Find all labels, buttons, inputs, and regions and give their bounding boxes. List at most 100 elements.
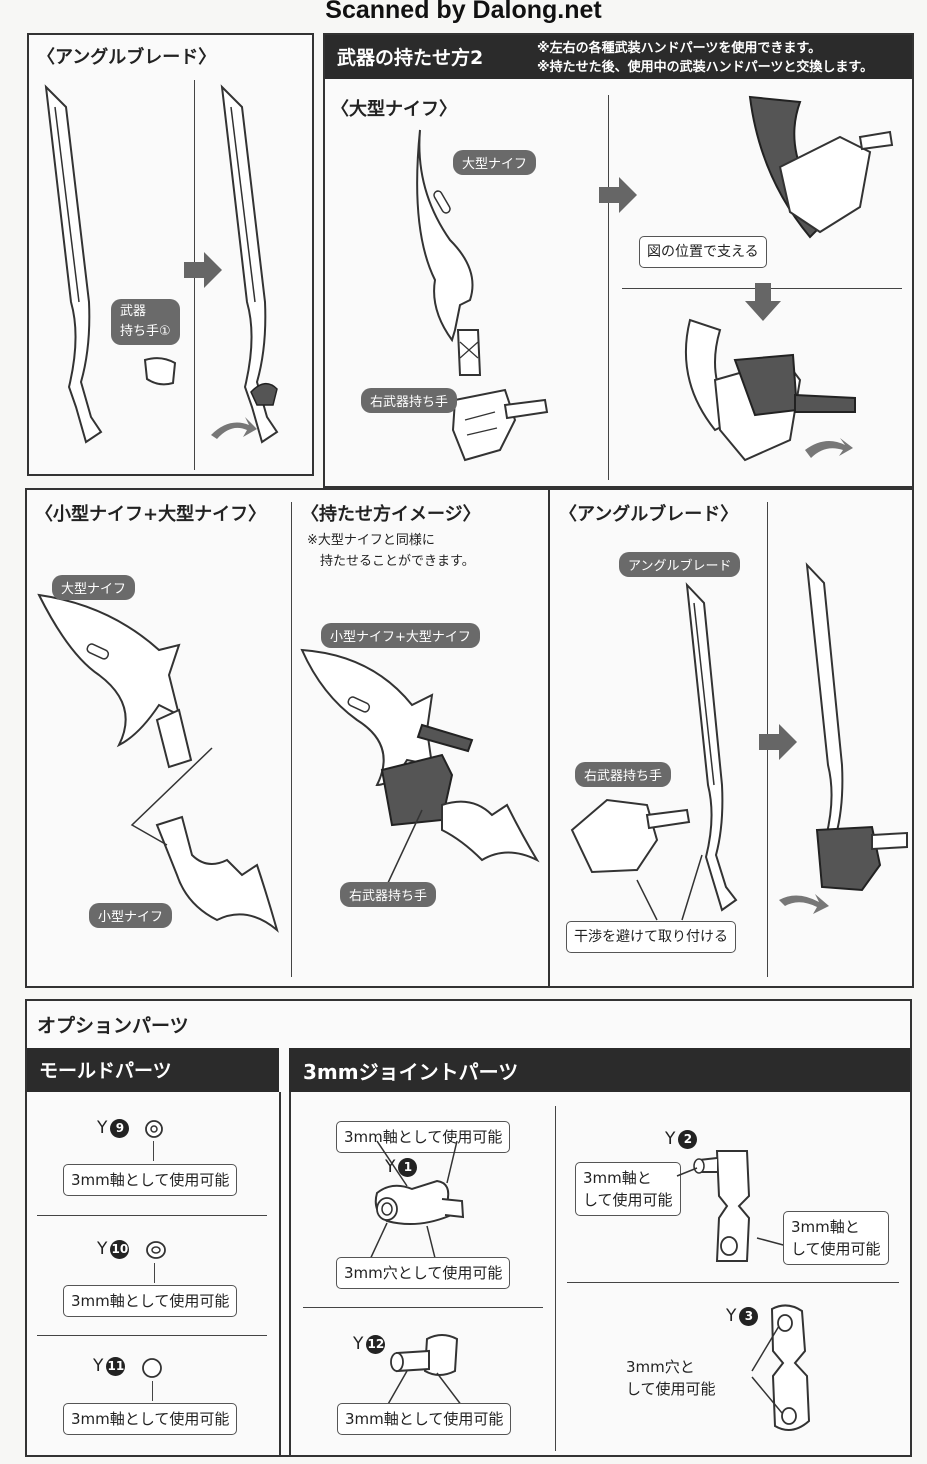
part-y11-note: 3mm軸として使用可能 xyxy=(63,1403,238,1435)
assembled-knife-bottom xyxy=(684,318,856,462)
label-avoid-interference: 干渉を避けて取り付ける xyxy=(566,921,736,953)
divider xyxy=(37,1215,267,1216)
arrow-right-icon xyxy=(184,252,222,288)
part-number: 2 xyxy=(678,1129,698,1149)
connector-line xyxy=(130,747,213,846)
rotate-arrow-icon xyxy=(779,894,829,914)
label-large-knife: 大型ナイフ xyxy=(52,575,136,600)
part-number: 11 xyxy=(106,1356,126,1376)
divider xyxy=(567,1282,899,1283)
arrow-down-icon xyxy=(745,283,781,321)
panel-knife-row: 〈小型ナイフ+大型ナイフ〉 大型ナイフ 小型ナイフ 〈持たせ方イメージ〉 ※大型… xyxy=(25,488,914,988)
part-y12-icon xyxy=(386,1334,463,1407)
part-y12-note: 3mm軸として使用可能 xyxy=(337,1403,512,1435)
assembled-knife-top xyxy=(748,95,894,239)
title-angle-blade: 〈アングルブレード〉 xyxy=(559,504,739,525)
arrow-right-icon xyxy=(599,177,637,213)
pointer-line xyxy=(153,1141,154,1161)
note-2: ※持たせた後、使用中の武装ハンドパーツと交換します。 xyxy=(537,60,874,75)
angle-blade-illustration-c xyxy=(685,582,738,912)
mold-parts-header: モールドパーツ xyxy=(27,1048,279,1092)
panel-title: 〈アングルブレード〉 xyxy=(37,47,217,68)
divider xyxy=(279,1092,281,1457)
subtitle-large-knife: 〈大型ナイフ〉 xyxy=(331,99,457,120)
label-small-knife: 小型ナイフ xyxy=(89,903,173,928)
divider xyxy=(548,490,550,988)
part-code: Y xyxy=(97,1118,108,1138)
scan-watermark: Scanned by Dalong.net xyxy=(325,0,602,24)
right-hand-illustration xyxy=(570,798,691,874)
divider xyxy=(37,1335,267,1336)
divider xyxy=(291,502,292,977)
hand-part-icon xyxy=(143,357,177,386)
pointer-lines xyxy=(636,854,703,921)
part-code: Y xyxy=(726,1306,737,1326)
part-y2-icon xyxy=(676,1150,788,1262)
part-y1-icon xyxy=(366,1140,465,1267)
angle-blade-assembled xyxy=(805,562,908,892)
part-y1-top-note: 3mm軸として使用可能 xyxy=(336,1121,511,1153)
right-hand-illustration xyxy=(451,388,549,462)
part-y2-left-note: 3mm軸と して使用可能 xyxy=(575,1162,681,1216)
title-small-large-knife: 〈小型ナイフ+大型ナイフ〉 xyxy=(35,504,267,525)
part-y9-icon xyxy=(145,1120,163,1138)
small-knife-illustration xyxy=(155,815,279,933)
label-support-position: 図の位置で支える xyxy=(639,236,767,268)
part-code: Y xyxy=(93,1356,104,1376)
part-code: Y xyxy=(97,1239,108,1259)
label-weapon-hand-1: 武器 持ち手① xyxy=(111,299,180,345)
pointer-line xyxy=(152,1381,153,1401)
label-right-hand: 右武器持ち手 xyxy=(575,762,672,787)
part-y10-note: 3mm軸として使用可能 xyxy=(63,1285,238,1317)
part-number: 12 xyxy=(366,1334,386,1354)
rotate-arrow-icon xyxy=(211,417,257,439)
title-holding-image: 〈持たせ方イメージ〉 xyxy=(301,504,481,525)
label-small-large-knife: 小型ナイフ+大型ナイフ xyxy=(321,623,480,648)
angle-blade-illustration-a xyxy=(44,84,103,444)
panel-weapon-hold-2: 武器の持たせ方2 ※左右の各種武装ハンドパーツを使用できます。 ※持たせた後、使… xyxy=(323,33,914,488)
label-right-hand: 右武器持ち手 xyxy=(361,388,458,413)
arrow-right-icon xyxy=(759,724,797,760)
part-y11-icon xyxy=(142,1358,162,1378)
large-knife-illustration xyxy=(416,129,482,376)
joint-parts-header: 3mmジョイントパーツ xyxy=(289,1048,910,1092)
note-1: ※左右の各種武装ハンドパーツを使用できます。 xyxy=(537,41,822,56)
label-large-knife: 大型ナイフ xyxy=(453,150,537,175)
divider xyxy=(303,1307,543,1308)
header-title: 武器の持たせ方2 xyxy=(337,47,484,69)
angle-blade-illustration-b xyxy=(220,84,279,444)
section-header: 武器の持たせ方2 xyxy=(325,35,912,79)
options-title: オプションパーツ xyxy=(37,1015,189,1037)
pointer-line xyxy=(154,1263,155,1283)
part-y9-note: 3mm軸として使用可能 xyxy=(63,1164,238,1196)
panel-angle-blade-1: 〈アングルブレード〉 武器 持ち手① xyxy=(27,33,314,476)
part-y3-icon xyxy=(751,1304,811,1431)
header-notes: ※左右の各種武装ハンドパーツを使用できます。 ※持たせた後、使用中の武装ハンドパ… xyxy=(537,39,873,77)
part-number: 3 xyxy=(739,1306,759,1326)
pointer-line xyxy=(386,809,423,886)
divider xyxy=(555,1106,556,1451)
part-number: 1 xyxy=(398,1157,418,1177)
part-code: Y xyxy=(353,1334,364,1354)
divider xyxy=(608,95,609,480)
label-angle-blade: アングルブレード xyxy=(619,552,741,577)
divider xyxy=(289,1092,291,1457)
label-right-hand: 右武器持ち手 xyxy=(340,882,437,907)
part-code: Y xyxy=(665,1129,676,1149)
part-number: 10 xyxy=(110,1239,130,1259)
part-code: Y xyxy=(385,1157,396,1177)
note-holding-image: ※大型ナイフと同様に 持たせることができます。 xyxy=(307,533,475,569)
part-y10-icon xyxy=(146,1241,166,1259)
part-y3-note: 3mm穴と して使用可能 xyxy=(626,1358,716,1398)
combo-knife-hand-illustration xyxy=(300,648,540,863)
large-knife-horizontal xyxy=(37,593,193,769)
part-y2-right-note: 3mm軸と して使用可能 xyxy=(783,1211,889,1265)
